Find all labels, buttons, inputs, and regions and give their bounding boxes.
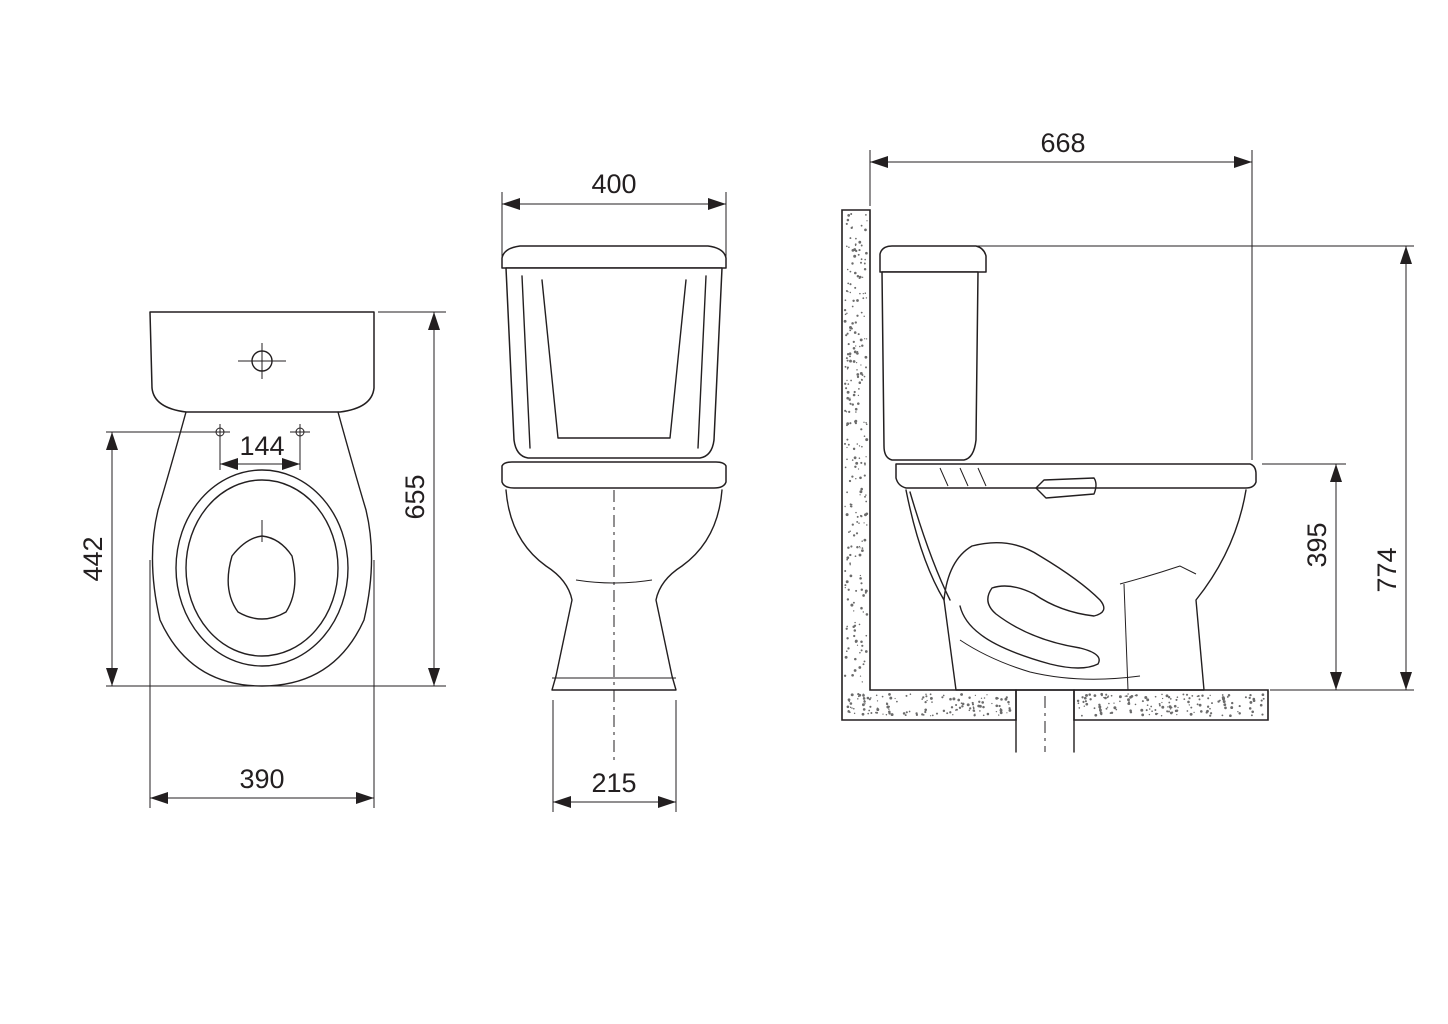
bowl-opening (227, 535, 296, 620)
dim-label-400: 400 (591, 169, 636, 199)
inlet-hole-icon (238, 343, 286, 379)
seat-ring-outer (175, 469, 349, 667)
front-view-bowl-rim (501, 461, 727, 489)
dim-label-215: 215 (591, 768, 636, 798)
side-view-pan (905, 489, 1247, 691)
dim-label-442: 442 (78, 536, 108, 581)
front-view: 400 215 (501, 169, 727, 812)
front-view-cistern (505, 267, 723, 459)
side-view: 668 395 774 (841, 128, 1414, 753)
front-view-cistern-lid (501, 245, 727, 269)
dim-label-144: 144 (239, 431, 284, 461)
seat-hinge (1035, 477, 1097, 499)
dim-label-668: 668 (1040, 128, 1085, 158)
dim-label-390: 390 (239, 764, 284, 794)
dim-label-774: 774 (1372, 547, 1402, 592)
seat-ring-inner (185, 479, 339, 657)
side-view-cistern (881, 271, 979, 461)
side-view-seat (895, 463, 1257, 489)
trap-outline (943, 541, 1105, 669)
dim-label-395: 395 (1302, 522, 1332, 567)
top-view: 144 390 655 442 (78, 311, 446, 808)
side-view-cistern-lid (879, 245, 987, 273)
drain-pipe (1015, 689, 1075, 753)
dim-label-655: 655 (400, 474, 430, 519)
wall-hatching (843, 212, 1265, 718)
